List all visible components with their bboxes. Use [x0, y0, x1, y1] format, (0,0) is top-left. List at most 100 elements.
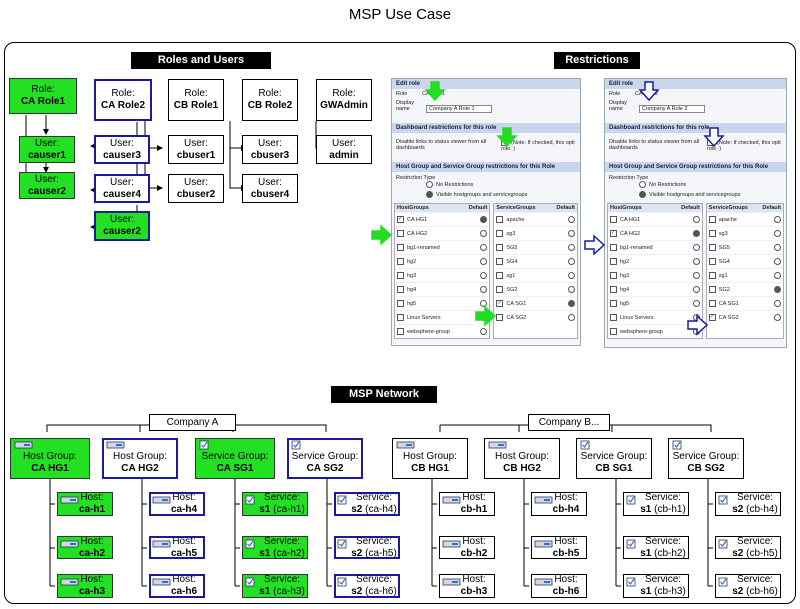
default-radio[interactable] — [480, 216, 488, 223]
default-radio[interactable] — [568, 244, 575, 251]
default-radio[interactable] — [774, 300, 781, 307]
group-checkbox[interactable] — [610, 216, 617, 223]
no-restrictions-radio[interactable] — [639, 181, 646, 188]
group-checkbox[interactable] — [496, 230, 504, 237]
visible-groups-radio[interactable] — [639, 191, 646, 198]
group-checkbox[interactable] — [397, 272, 404, 279]
group-checkbox[interactable]: ✓ — [708, 314, 716, 321]
host-node: Host:cb-h3 — [439, 574, 495, 598]
host-label: Host: — [80, 492, 104, 503]
edit-role-heading: Edit role — [392, 79, 580, 89]
display-name-field[interactable]: Company A Role 1 — [426, 105, 492, 113]
default-radio[interactable] — [480, 272, 488, 279]
group-checkbox[interactable] — [610, 244, 617, 251]
group-checkbox[interactable] — [397, 258, 404, 265]
service-host: (cb-h6) — [746, 586, 778, 597]
group-checkbox[interactable] — [708, 286, 716, 293]
default-radio[interactable] — [480, 230, 488, 237]
group-label: Host Group: — [403, 450, 457, 462]
display-name-field[interactable]: Company A Role 2 — [639, 105, 705, 113]
default-radio[interactable] — [692, 286, 700, 293]
hg-sg-heading: Host Group and Service Group restriction… — [392, 162, 580, 172]
group-item: websphere-group — [397, 328, 450, 335]
group-checkbox[interactable] — [397, 230, 404, 237]
group-checkbox[interactable] — [397, 244, 404, 251]
visible-groups-radio[interactable] — [426, 191, 433, 198]
group-checkbox[interactable] — [397, 286, 404, 293]
group-checkbox[interactable] — [496, 286, 504, 293]
group-checkbox[interactable] — [397, 300, 404, 307]
role-name: CA Role2 — [100, 100, 146, 111]
host-icon — [152, 540, 171, 548]
default-radio[interactable] — [774, 272, 781, 279]
default-radio[interactable] — [774, 286, 781, 293]
group-checkbox[interactable]: ✓ — [397, 216, 404, 223]
default-radio[interactable] — [568, 230, 575, 237]
group-label: Service Group: — [201, 450, 269, 462]
default-radio[interactable] — [568, 258, 575, 265]
group-checkbox[interactable] — [708, 258, 716, 265]
default-radio[interactable] — [480, 286, 488, 293]
group-checkbox[interactable] — [496, 216, 504, 223]
group-checkbox[interactable] — [610, 258, 617, 265]
group-checkbox[interactable] — [708, 244, 716, 251]
service-icon — [337, 577, 347, 587]
default-radio[interactable] — [774, 314, 781, 321]
default-radio[interactable] — [774, 230, 781, 237]
group-checkbox[interactable] — [708, 230, 716, 237]
roles-and-users-header: Roles and Users — [131, 52, 271, 69]
service-name: s1 — [640, 547, 652, 559]
group-checkbox[interactable] — [610, 328, 617, 335]
group-checkbox[interactable] — [708, 216, 716, 223]
user-name: causer3 — [103, 149, 141, 161]
host-icon — [534, 540, 553, 548]
default-radio[interactable] — [774, 216, 781, 223]
service-host: (cb-h2) — [654, 547, 686, 559]
default-radio[interactable] — [480, 244, 488, 251]
group-checkbox[interactable] — [610, 300, 617, 307]
default-radio[interactable] — [692, 230, 700, 237]
group-item: CA SG1 — [708, 300, 739, 307]
group-checkbox[interactable] — [496, 258, 504, 265]
service-name: s1 — [259, 586, 271, 597]
group-checkbox[interactable] — [496, 314, 504, 321]
group-item: hg3 — [397, 272, 416, 279]
default-radio[interactable] — [568, 272, 575, 279]
group-checkbox[interactable] — [610, 272, 617, 279]
default-radio[interactable] — [692, 258, 700, 265]
host-name: cb-h4 — [552, 504, 580, 515]
service-icon — [245, 495, 255, 505]
default-radio[interactable] — [692, 272, 700, 279]
default-radio[interactable] — [568, 300, 575, 307]
group-checkbox[interactable] — [496, 272, 504, 279]
no-restrictions-radio[interactable] — [426, 181, 433, 188]
default-radio[interactable] — [568, 314, 575, 321]
group-checkbox[interactable] — [708, 300, 716, 307]
default-radio[interactable] — [774, 258, 781, 265]
group-checkbox[interactable]: ✓ — [610, 230, 617, 237]
host-icon — [534, 496, 553, 504]
default-radio[interactable] — [774, 244, 781, 251]
user-name: cbuser1 — [176, 149, 216, 161]
group-checkbox[interactable] — [397, 328, 404, 335]
group-checkbox[interactable] — [610, 314, 617, 321]
default-radio[interactable] — [692, 300, 700, 307]
default-radio[interactable] — [692, 244, 700, 251]
default-radio[interactable] — [692, 216, 700, 223]
user-name: cbuser4 — [250, 188, 290, 200]
default-radio[interactable] — [568, 216, 575, 223]
group-checkbox[interactable] — [610, 286, 617, 293]
host-node: Host:cb-h6 — [531, 574, 587, 598]
group-checkbox[interactable] — [496, 244, 504, 251]
default-radio[interactable] — [568, 286, 575, 293]
host-label: Host: — [554, 535, 578, 547]
default-radio[interactable] — [480, 258, 488, 265]
group-item: ✓CA SG2 — [708, 314, 739, 321]
edit-role-heading: Edit role — [605, 79, 786, 89]
group-checkbox[interactable] — [708, 272, 716, 279]
group-checkbox[interactable] — [397, 314, 404, 321]
note-text: (Note: If checked, this opti role. ) — [501, 139, 575, 152]
service-node: Service:s2 (cb-h4) — [715, 492, 781, 516]
default-radio[interactable] — [480, 328, 488, 335]
group-checkbox[interactable]: ✓ — [496, 300, 504, 307]
